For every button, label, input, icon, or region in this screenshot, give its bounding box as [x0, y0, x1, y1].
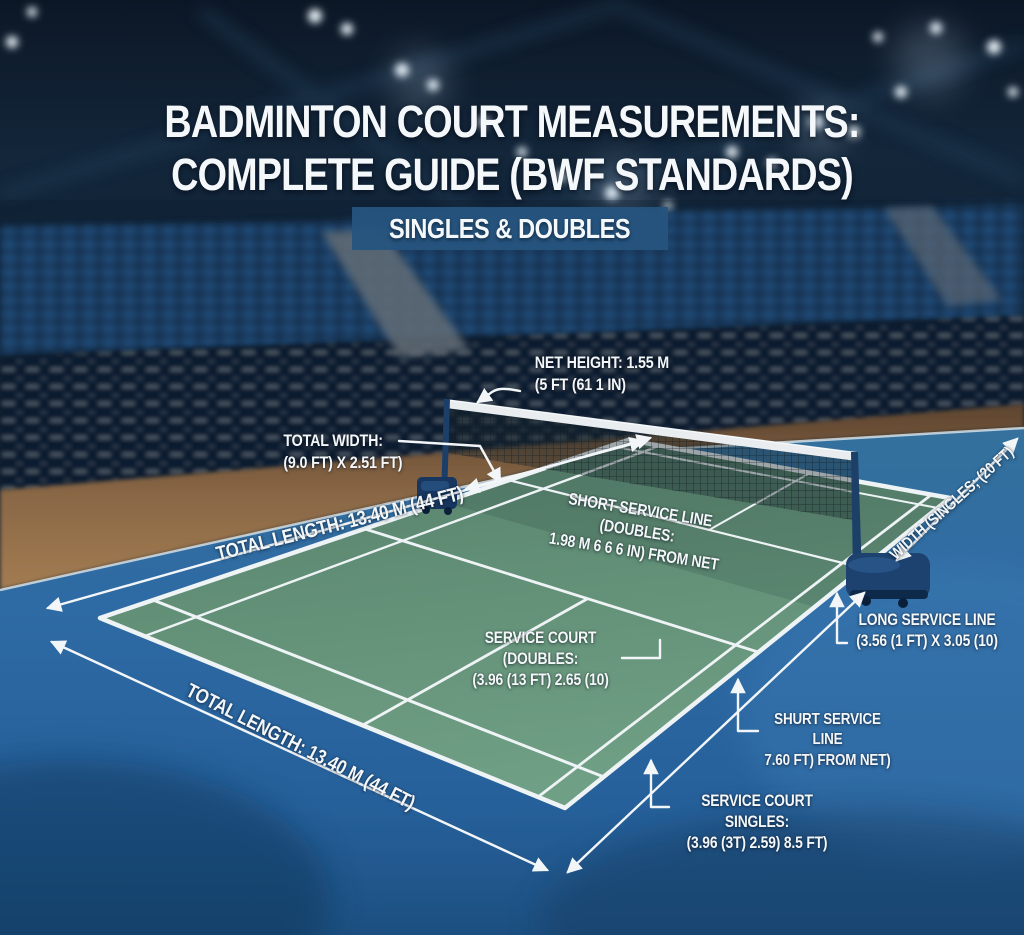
- net-height-leader: [476, 387, 522, 404]
- long-service-leader: [829, 591, 849, 645]
- page-title-line2: COMPLETE GUIDE (BWF STANDARDS): [171, 148, 854, 200]
- page-title-line1: BADMINTON COURT MEASUREMENTS:: [164, 96, 860, 147]
- total-width-leader: [397, 439, 502, 485]
- shurt-service-leader: [730, 677, 760, 733]
- service-court-doubles-leader: [620, 638, 662, 660]
- title-block: BADMINTON COURT MEASUREMENTS: COMPLETE G…: [0, 96, 1024, 201]
- label-service-court-doubles: SERVICE COURT (DOUBLES: (3.96 (13 FT) 2.…: [472, 629, 609, 690]
- right-edge-arrow: [566, 591, 866, 874]
- net-top-band: [446, 399, 857, 461]
- net-post-right: [846, 452, 930, 608]
- label-total-width: TOTAL WIDTH: (9.0 FT) X 2.51 FT): [283, 431, 403, 472]
- label-net-height: NET HEIGHT: 1.55 M (5 FT (61 1 IN): [534, 353, 670, 394]
- label-shurt-service-line: SHURT SERVICE LINE 7.60 FT) FROM NET): [764, 711, 891, 769]
- label-service-court-singles: SERVICE COURT SINGLES: (3.96 (3T) 2.59) …: [686, 792, 828, 853]
- label-long-service-line: LONG SERVICE LINE (3.56 (1 FT) X 3.05 (1…: [856, 611, 998, 651]
- stairs-aisle: [322, 230, 470, 358]
- dimension-arrows: [45, 387, 1019, 874]
- total-length-bottom-arrow: [49, 640, 550, 872]
- service-court-singles-leader: [643, 758, 671, 809]
- subtitle-text: SINGLES & DOUBLES: [389, 212, 631, 244]
- width-singles-arrow: [895, 437, 1019, 562]
- subtitle-banner: SINGLES & DOUBLES: [352, 207, 668, 250]
